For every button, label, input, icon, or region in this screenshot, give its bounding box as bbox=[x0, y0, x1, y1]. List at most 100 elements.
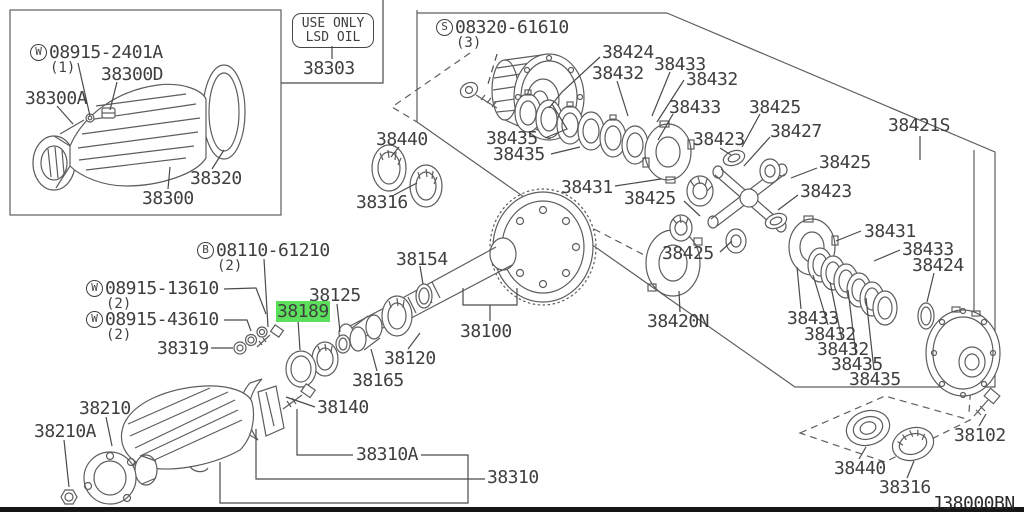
part-number-text: 38310 bbox=[487, 467, 539, 488]
part-label-p38423-1[interactable]: 38423 bbox=[693, 129, 745, 150]
part-number-text: 38421S bbox=[888, 115, 951, 136]
part-number-text: 08915-43610 bbox=[105, 309, 219, 330]
part-label-p38310[interactable]: 38310 bbox=[487, 467, 539, 488]
part-number-text: 08915-13610 bbox=[105, 278, 219, 299]
part-label-p38431-left[interactable]: 38431 bbox=[561, 177, 613, 198]
pinion-bearings-mid-drawing bbox=[371, 144, 443, 208]
part-number-text: 38165 bbox=[352, 370, 404, 391]
part-label-p38433-top2[interactable]: 38433 bbox=[669, 99, 721, 117]
part-number-text: 38431 bbox=[561, 177, 613, 198]
part-label-p38425-2[interactable]: 38425 bbox=[819, 154, 871, 172]
part-number-text: 38125 bbox=[309, 285, 361, 306]
prefix-circle-w: W bbox=[30, 44, 47, 61]
part-label-p38431-right[interactable]: 38431 bbox=[864, 221, 916, 242]
part-label-p38432-top2[interactable]: 38432 bbox=[686, 71, 738, 89]
part-label-p38300d[interactable]: 38300D bbox=[101, 64, 164, 85]
diff-case-half-drawing bbox=[645, 229, 703, 297]
part-label-p38440-br[interactable]: 38440 bbox=[834, 460, 886, 478]
part-label-p38421s[interactable]: 38421S bbox=[888, 115, 951, 136]
part-label-p38300a[interactable]: 38300A bbox=[25, 88, 88, 109]
part-label-p38435-top2[interactable]: 38435 bbox=[493, 144, 545, 165]
part-number-text: 38432 bbox=[817, 339, 869, 360]
part-label-p38310a[interactable]: 38310A bbox=[356, 444, 419, 465]
part-number-text: 08915-2401A bbox=[49, 42, 163, 63]
part-label-p38427[interactable]: 38427 bbox=[770, 123, 822, 141]
part-label-p38210[interactable]: 38210 bbox=[79, 400, 131, 418]
part-label-p38320[interactable]: 38320 bbox=[190, 168, 242, 189]
inset-box-38300 bbox=[9, 0, 384, 216]
side-retainer-left-drawing bbox=[642, 120, 695, 184]
part-label-p38425-1[interactable]: 38425 bbox=[749, 97, 801, 118]
quantity-text: (1) bbox=[50, 60, 76, 76]
part-label-p38189[interactable]: 38189 bbox=[276, 301, 330, 322]
lsd-oil-note-box: USE ONLY LSD OIL bbox=[292, 13, 374, 48]
part-label-p38432-top1[interactable]: 38432 bbox=[592, 63, 644, 84]
part-label-p38420n[interactable]: 38420N bbox=[647, 313, 710, 331]
part-number-text: 38440 bbox=[376, 129, 428, 150]
part-number-text: 38300D bbox=[101, 64, 164, 85]
part-number-text: 38102 bbox=[954, 425, 1006, 446]
lsd-oil-note-line1: USE ONLY bbox=[301, 15, 365, 31]
part-number-text: 08110-61210 bbox=[216, 240, 330, 261]
part-label-p38433-r1[interactable]: 38433 bbox=[902, 239, 954, 260]
rear-bearing-kit-drawing bbox=[845, 387, 1001, 462]
prefix-circle-s: S bbox=[436, 19, 453, 36]
part-number-text: 38425 bbox=[749, 97, 801, 118]
part-label-p38432-r2[interactable]: 38432 bbox=[817, 339, 869, 360]
part-label-p38100[interactable]: 38100 bbox=[460, 323, 512, 341]
carrier-housing-38310-drawing bbox=[60, 385, 255, 505]
part-number-text: 38120 bbox=[384, 348, 436, 369]
part-label-p38423-2[interactable]: 38423 bbox=[800, 183, 852, 201]
part-number-text: 38320 bbox=[190, 168, 242, 189]
part-label-p38154[interactable]: 38154 bbox=[396, 249, 448, 270]
part-label-p38210a[interactable]: 38210A bbox=[34, 423, 97, 441]
part-number-text: 38140 bbox=[317, 397, 369, 418]
part-label-p38435-r2[interactable]: 38435 bbox=[849, 371, 901, 389]
part-label-p38424-right[interactable]: 38424 bbox=[912, 257, 964, 275]
part-label-p38424-top[interactable]: 38424 bbox=[602, 44, 654, 62]
part-label-p38425-4[interactable]: 38425 bbox=[662, 245, 714, 263]
part-number-text: 38316 bbox=[356, 192, 408, 213]
part-number-text: 38300A bbox=[25, 88, 88, 109]
part-number-text: 38431 bbox=[864, 221, 916, 242]
lsd-oil-note-line2: LSD OIL bbox=[305, 29, 361, 45]
part-label-p38319[interactable]: 38319 bbox=[157, 338, 209, 359]
part-label-p38440-mid[interactable]: 38440 bbox=[376, 129, 428, 150]
part-label-p38125[interactable]: 38125 bbox=[309, 285, 361, 306]
part-label-p38140[interactable]: 38140 bbox=[317, 397, 369, 418]
part-label-p38435-top1[interactable]: 38435 bbox=[486, 128, 538, 149]
part-number-text: 38433 bbox=[654, 54, 706, 75]
part-label-p38433-top1[interactable]: 38433 bbox=[654, 54, 706, 75]
part-label-p38120[interactable]: 38120 bbox=[384, 348, 436, 369]
part-label-p38435-r1[interactable]: 38435 bbox=[831, 354, 883, 375]
part-number-text: 38433 bbox=[902, 239, 954, 260]
part-number-text: 38319 bbox=[157, 338, 209, 359]
part-label-p38432-r1[interactable]: 38432 bbox=[804, 326, 856, 344]
diff-carrier-assy-38300-drawing bbox=[32, 64, 246, 191]
part-number-text: 38435 bbox=[493, 144, 545, 165]
part-label-p38165[interactable]: 38165 bbox=[352, 370, 404, 391]
part-label-p38433-r2[interactable]: 38433 bbox=[787, 310, 839, 328]
part-number-text: 38432 bbox=[592, 63, 644, 84]
part-number-text: 38310A bbox=[356, 444, 419, 465]
part-label-p38303[interactable]: 38303 bbox=[303, 60, 355, 78]
part-label-p38102[interactable]: 38102 bbox=[954, 425, 1006, 446]
bearing-cap-and-bolts-drawing bbox=[233, 324, 317, 441]
part-label-p38300[interactable]: 38300 bbox=[142, 190, 194, 208]
part-number-text: 38423 bbox=[693, 129, 745, 150]
part-label-p38316-br[interactable]: 38316 bbox=[879, 479, 931, 497]
part-number-text: 38154 bbox=[396, 249, 448, 270]
part-label-p38316-mid[interactable]: 38316 bbox=[356, 192, 408, 213]
part-number-text: 38435 bbox=[486, 128, 538, 149]
prefix-circle-w: W bbox=[86, 311, 103, 328]
pinion-small-parts-drawing bbox=[285, 283, 433, 388]
part-number-text: 38435 bbox=[831, 354, 883, 375]
part-label-p38425-3[interactable]: 38425 bbox=[624, 190, 676, 208]
